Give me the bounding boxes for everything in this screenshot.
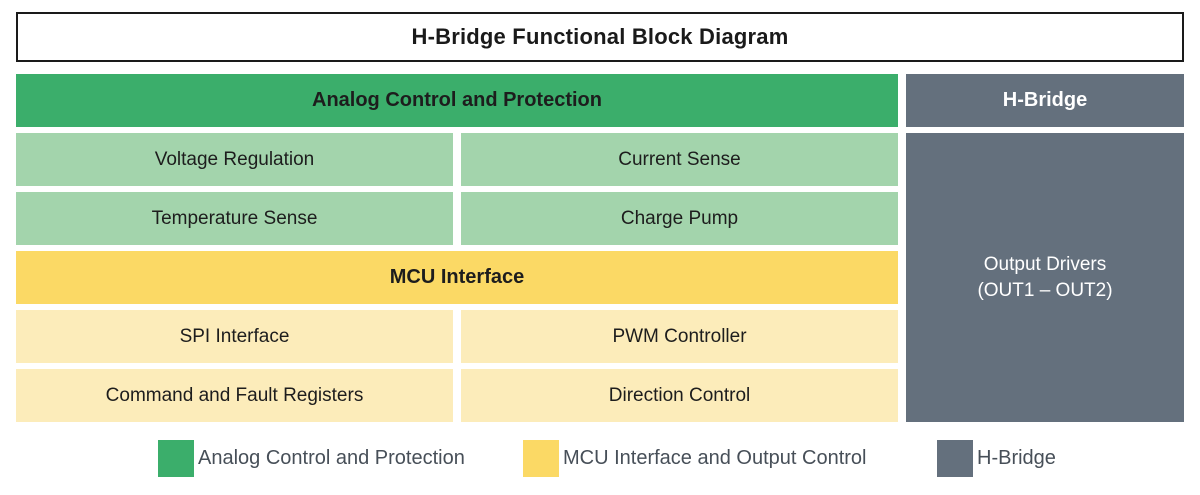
control-blocks-grid: Analog Control and Protection Voltage Re…: [16, 74, 898, 422]
output-drivers-line1: Output Drivers: [983, 253, 1107, 275]
block-pwm-controller: PWM Controller: [461, 310, 898, 363]
diagram-title: H-Bridge Functional Block Diagram: [411, 24, 789, 49]
legend-label-hbridge: H-Bridge: [977, 447, 1056, 469]
hbridge-column: H-Bridge Output Drivers (OUT1 – OUT2): [906, 74, 1184, 422]
legend-swatch-yellow: [523, 440, 559, 477]
block-command-fault-registers: Command and Fault Registers: [16, 369, 453, 422]
diagram-title-bar: H-Bridge Functional Block Diagram: [16, 12, 1184, 62]
legend-swatch-green: [158, 440, 194, 477]
legend-item-analog: Analog Control and Protection: [158, 440, 465, 477]
legend-label-mcu: MCU Interface and Output Control: [563, 447, 867, 469]
output-drivers-line2: (OUT1 – OUT2): [977, 279, 1113, 301]
block-output-drivers: Output Drivers (OUT1 – OUT2): [906, 133, 1184, 422]
legend-item-hbridge: H-Bridge: [937, 440, 1056, 477]
legend-item-mcu: MCU Interface and Output Control: [523, 440, 866, 477]
block-current-sense: Current Sense: [461, 133, 898, 186]
legend: Analog Control and Protection MCU Interf…: [0, 440, 1200, 478]
block-temperature-sense: Temperature Sense: [16, 192, 453, 245]
legend-label-analog: Analog Control and Protection: [198, 447, 465, 469]
block-spi-interface: SPI Interface: [16, 310, 453, 363]
analog-section-header: Analog Control and Protection: [16, 74, 898, 127]
block-charge-pump: Charge Pump: [461, 192, 898, 245]
block-direction-control: Direction Control: [461, 369, 898, 422]
hbridge-section-header: H-Bridge: [906, 74, 1184, 127]
legend-swatch-gray: [937, 440, 973, 477]
mcu-section-header: MCU Interface: [16, 251, 898, 304]
block-voltage-regulation: Voltage Regulation: [16, 133, 453, 186]
